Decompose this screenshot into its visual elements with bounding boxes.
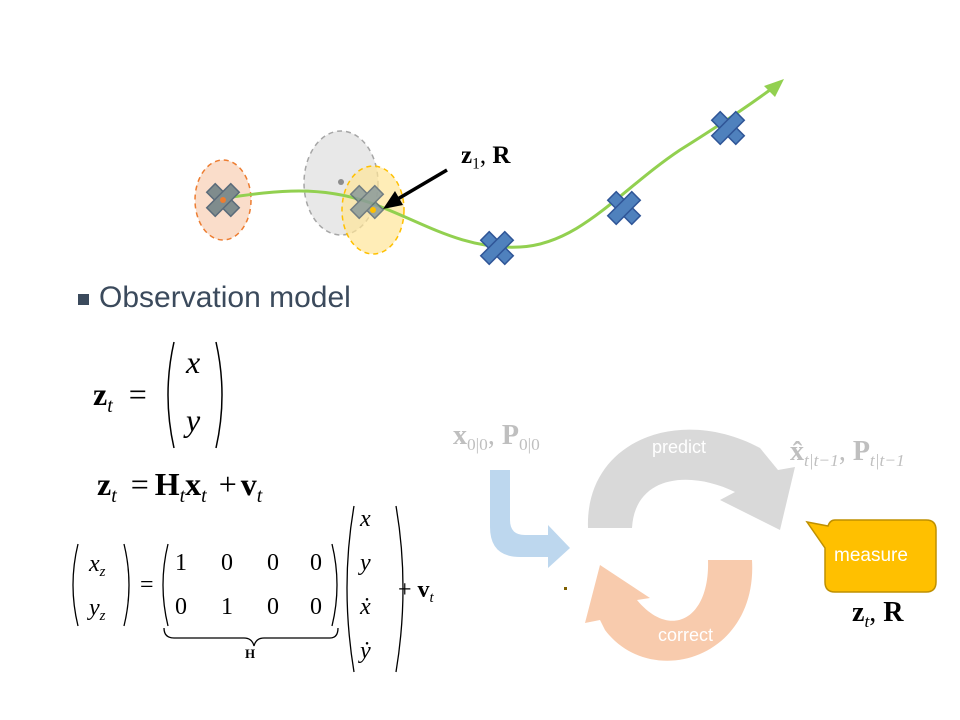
eq2-H-sub: t <box>179 484 186 507</box>
bullet-text: Observation model <box>99 281 351 314</box>
prediction-dot <box>338 179 344 185</box>
initial-arrow <box>490 470 570 568</box>
meas-z-sub: t <box>864 612 870 632</box>
meas-z: z <box>852 597 865 628</box>
initial-state-dot <box>220 197 226 203</box>
eq3-lhs-x: xz <box>89 551 105 581</box>
predicted-state-label: x̂t|t−1, Pt|t−1 <box>790 436 905 471</box>
eq2-v-sub: t <box>256 484 263 507</box>
cycle-marker <box>564 587 567 590</box>
matrix-r2c2: 1 <box>221 594 233 620</box>
eq3-v-sub: t <box>429 590 434 607</box>
pred-x-sub: t|t−1 <box>804 451 839 471</box>
eq2-v: v <box>240 466 257 502</box>
measure-callout <box>805 519 937 593</box>
eq3-equals: = <box>140 572 154 598</box>
eq2-H: H <box>154 466 180 502</box>
eq2-x-sub: t <box>201 484 207 507</box>
trajectory-arrowhead <box>764 79 784 97</box>
eq3-lhs-y-text: y <box>89 595 100 621</box>
z1-symbol: z <box>461 142 473 169</box>
eq3-lhs-x-sub: z <box>99 564 106 581</box>
eq3-lhs-y: yz <box>89 595 105 625</box>
pred-P-sub: t|t−1 <box>869 451 905 471</box>
measurement-label: z1, R <box>461 142 511 173</box>
state-xdot: ẋ <box>360 594 371 620</box>
underbrace-label-H: H <box>245 646 256 661</box>
eq1-sub: t <box>107 394 113 417</box>
init-P: P <box>501 420 519 451</box>
future-state-cross-3 <box>710 110 746 146</box>
matrix-r1c1: 1 <box>175 550 187 576</box>
eq2-x: x <box>185 466 202 502</box>
eq2-z: z <box>97 466 112 502</box>
eq3-lhs-y-sub: z <box>99 608 106 625</box>
meas-R: R <box>883 597 904 628</box>
predict-arrow <box>587 429 795 530</box>
bullet-observation-model: Observation model <box>78 281 351 315</box>
future-state-cross-1 <box>479 230 515 266</box>
measurement-pointer-head <box>383 191 403 209</box>
measurement-dot <box>370 207 376 213</box>
matrix-r1c2: 0 <box>221 550 233 576</box>
init-x: x <box>453 420 467 451</box>
trajectory-path <box>224 82 779 249</box>
pred-x: x̂ <box>790 436 804 467</box>
eq1-vec-x: x <box>186 344 201 380</box>
equation-1-parens <box>167 341 223 449</box>
eq3-lhs-x-text: x <box>89 551 100 577</box>
init-x-sub: 0|0 <box>467 435 488 455</box>
state-y: y <box>360 550 371 576</box>
r-symbol: R <box>492 142 511 169</box>
state-x: x <box>360 506 371 532</box>
matrix-r2c1: 0 <box>175 594 187 620</box>
eq1-vec-y: y <box>186 402 201 438</box>
matrix-r2c4: 0 <box>310 594 322 620</box>
init-P-sub: 0|0 <box>518 435 540 455</box>
initial-state-label: x0|0, P0|0 <box>453 420 540 455</box>
state-ydot: ẏ <box>360 638 371 664</box>
bullet-square-icon <box>78 293 89 305</box>
eq2-z-sub: t <box>111 484 117 507</box>
eq1-z: z <box>93 376 108 412</box>
pred-P: P <box>852 436 870 467</box>
matrix-r1c4: 0 <box>310 550 322 576</box>
predict-label: predict <box>652 437 707 457</box>
matrix-r1c3: 0 <box>267 550 279 576</box>
correct-arrow <box>585 560 753 661</box>
z1-subscript: 1 <box>472 155 480 173</box>
equation-1-lhs: zt = <box>93 376 147 417</box>
equation-2: zt =Htxt +vt <box>97 466 263 507</box>
matrix-r2c3: 0 <box>267 594 279 620</box>
eq3-plus-v: + vt <box>398 577 434 607</box>
measure-label: measure <box>834 545 908 566</box>
measurement-result-label: zt, R <box>852 597 904 632</box>
future-state-cross-2 <box>606 190 642 226</box>
equation-3-brackets <box>72 505 404 673</box>
measurement-pointer-line <box>395 168 448 202</box>
eq3-v: v <box>417 577 430 603</box>
correct-label: correct <box>658 625 714 645</box>
